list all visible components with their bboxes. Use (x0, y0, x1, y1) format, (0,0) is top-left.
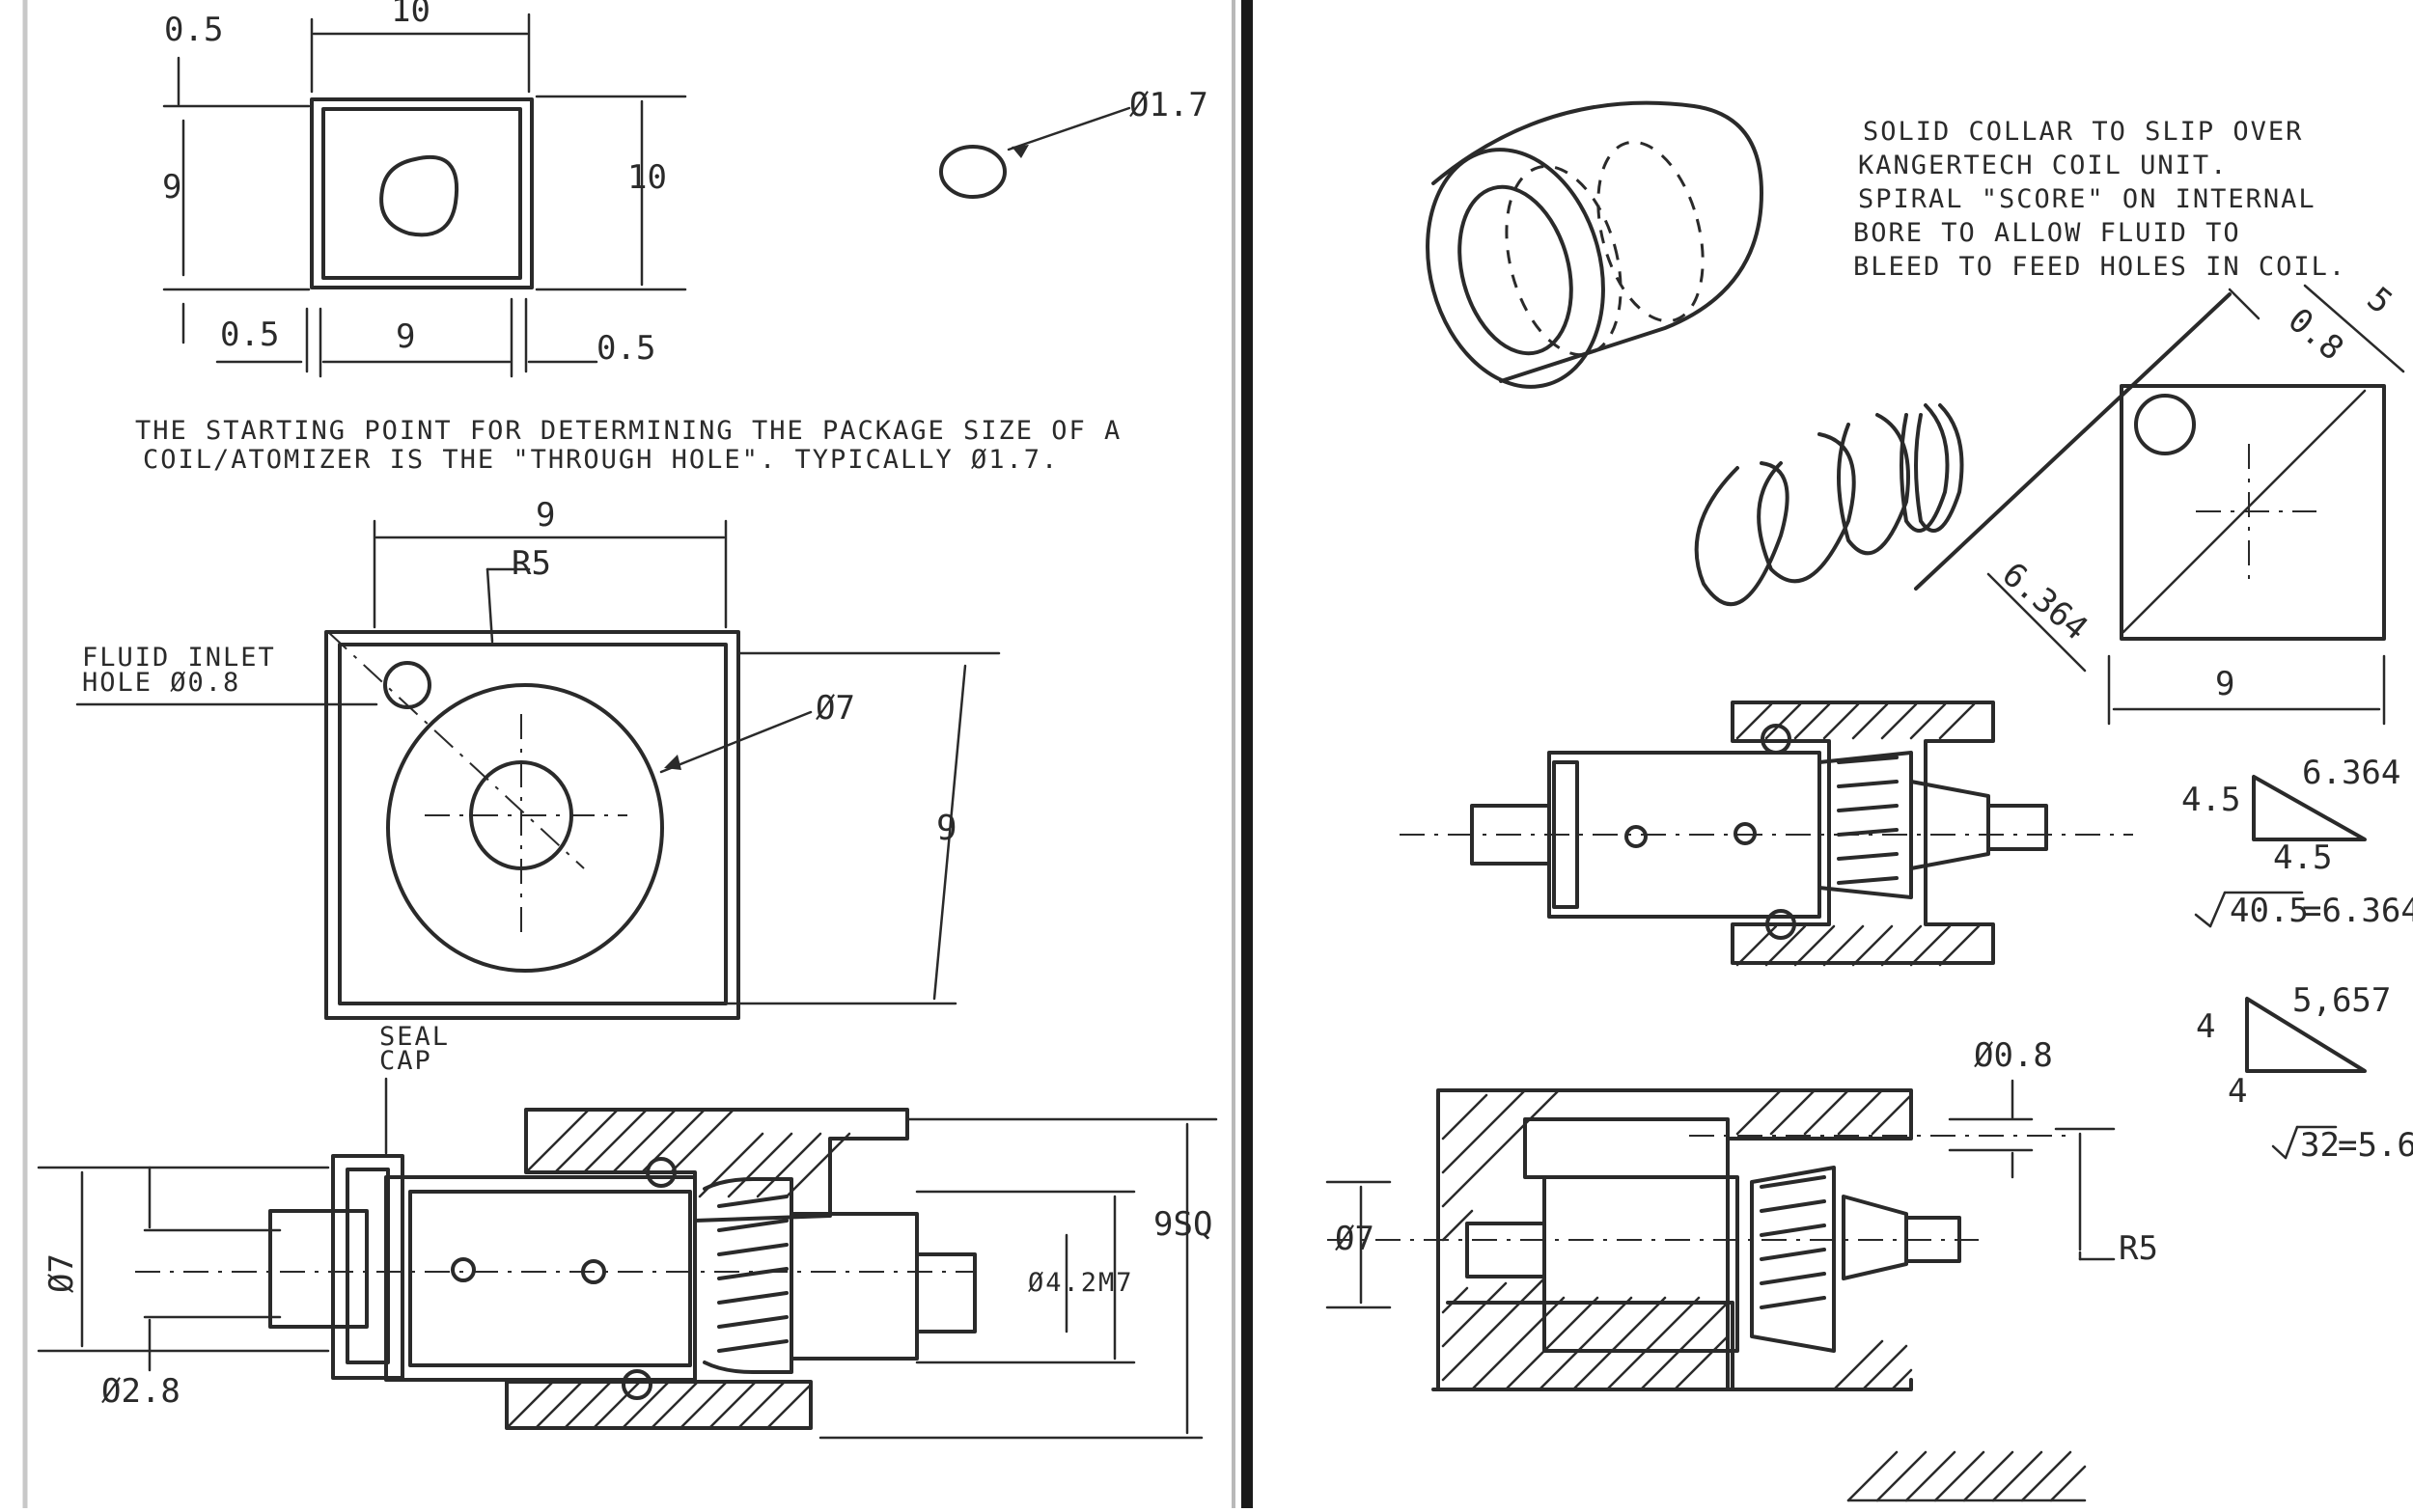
triangle2-side-b: 4 (2228, 1072, 2247, 1111)
square-bottom-left-gap: 0.5 (220, 316, 279, 354)
section-square: 9SQ (1153, 1205, 1212, 1244)
collar-section-view (1400, 701, 2133, 967)
plan-width: 9 (536, 496, 555, 535)
square-height-left: 9 (162, 168, 181, 206)
lower-radius: R5 (2119, 1229, 2158, 1268)
collar-note-line-2: KANGERTECH COIL UNIT. (1858, 151, 2228, 180)
square-bottom-right-gap: 0.5 (596, 329, 655, 368)
triangle1-side-a: 4.5 (2181, 781, 2240, 819)
plan-radius: R5 (512, 544, 551, 583)
diagonal-square (1914, 284, 2405, 726)
square-left-gap: 0.5 (164, 11, 223, 49)
collar-note-line-4: BORE TO ALLOW FLUID TO (1853, 218, 2241, 248)
section-inner-dia: Ø2.8 (101, 1372, 180, 1411)
triangle1-root: 40.5 (2230, 892, 2309, 930)
note-line-2: COIL/ATOMIZER IS THE "THROUGH HOLE". TYP… (143, 445, 1059, 475)
through-hole-label: Ø1.7 (1129, 86, 1208, 124)
inlet-line-2: HOLE Ø0.8 (82, 668, 240, 698)
collar-note-line-1: SOLID COLLAR TO SLIP OVER (1863, 117, 2303, 147)
triangle2-hyp: 5,657 (2292, 981, 2391, 1020)
section-thread: Ø4.2M7 (1028, 1268, 1134, 1298)
through-hole-sketch (939, 106, 1131, 199)
note-line-1: THE STARTING POINT FOR DETERMINING THE P… (135, 416, 1122, 446)
plan-view (75, 519, 1001, 1020)
section-outer-dia: Ø7 (42, 1253, 81, 1293)
triangle1-side-b: 4.5 (2273, 838, 2332, 877)
triangle2-result: =5.657 (2338, 1126, 2413, 1165)
triangle-1 (2194, 775, 2367, 928)
seal-cap-line-1: SEAL (379, 1022, 450, 1052)
triangle2-root: 32 (2300, 1126, 2340, 1165)
collar-note-line-3: SPIRAL "SCORE" ON INTERNAL (1858, 184, 2316, 214)
collar-sketch (1426, 100, 1763, 389)
inlet-line-1: FLUID INLET (82, 643, 276, 673)
plan-diameter: Ø7 (816, 689, 855, 728)
lower-diameter: Ø7 (1335, 1220, 1374, 1258)
page-gutter (1241, 0, 1253, 1508)
square-top-width: 10 (391, 0, 430, 30)
section-view (37, 1077, 1218, 1440)
lower-hole: Ø0.8 (1974, 1036, 2053, 1075)
diag-width: 9 (2215, 665, 2234, 703)
triangle2-side-a: 4 (2196, 1007, 2215, 1046)
square-view (162, 13, 687, 378)
triangle-2 (2245, 997, 2367, 1160)
triangle1-hyp: 6.364 (2302, 754, 2400, 792)
coil-spring-sketch (1694, 403, 1964, 607)
square-height-right: 10 (627, 158, 667, 197)
plan-height: 9 (936, 809, 957, 848)
lower-section-view (1325, 1079, 2116, 1502)
collar-note-line-5: BLEED TO FEED HOLES IN COIL. (1853, 252, 2346, 282)
square-bottom-width: 9 (396, 317, 415, 356)
triangle1-result: =6.364 (2302, 892, 2413, 930)
seal-cap-line-2: CAP (379, 1046, 432, 1076)
